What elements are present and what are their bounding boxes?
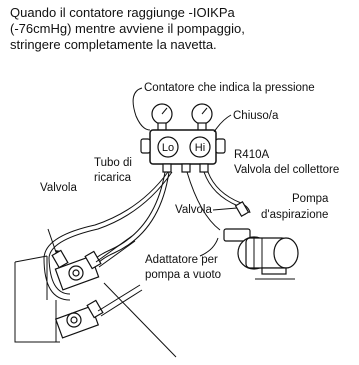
pump-line-valve [234,200,250,218]
charge-hose-label-2: ricarica [94,172,132,184]
instruction-text: Quando il contatore raggiunge -IOIKPa (-… [10,5,350,53]
manifold-gauge-set: Lo Hi [140,103,226,173]
adapter-label-2: pompa a vuoto [145,269,221,281]
high-gauge-label: Hi [195,142,205,154]
instruction-line-2: (-76cmHg) mentre avviene il pompaggio, [10,21,245,36]
valve-label-left: Valvola [40,182,77,194]
valve-label-right: Valvola [175,204,212,216]
outdoor-unit-valves [14,228,177,358]
refrigerant-label: R410A [234,149,269,161]
vacuum-pump-label-1: Pompa [292,193,329,205]
manifold-valve-label: Valvola del collettore [234,164,339,176]
pressure-gauge-label: Contatore che indica la pressione [144,82,315,94]
instruction-line-1: Quando il contatore raggiunge -IOIKPa [10,5,235,20]
closed-label: Chiuso/a [233,110,279,122]
low-gauge-label: Lo [162,142,174,154]
adapter-label-1: Adattatore per [145,254,218,266]
vacuum-pump-label-2: d'aspirazione [261,209,328,221]
vacuum-pump [223,228,299,280]
instruction-line-3: stringere completamente la navetta. [10,37,217,52]
charge-hose-label-1: Tubo di [94,157,132,169]
